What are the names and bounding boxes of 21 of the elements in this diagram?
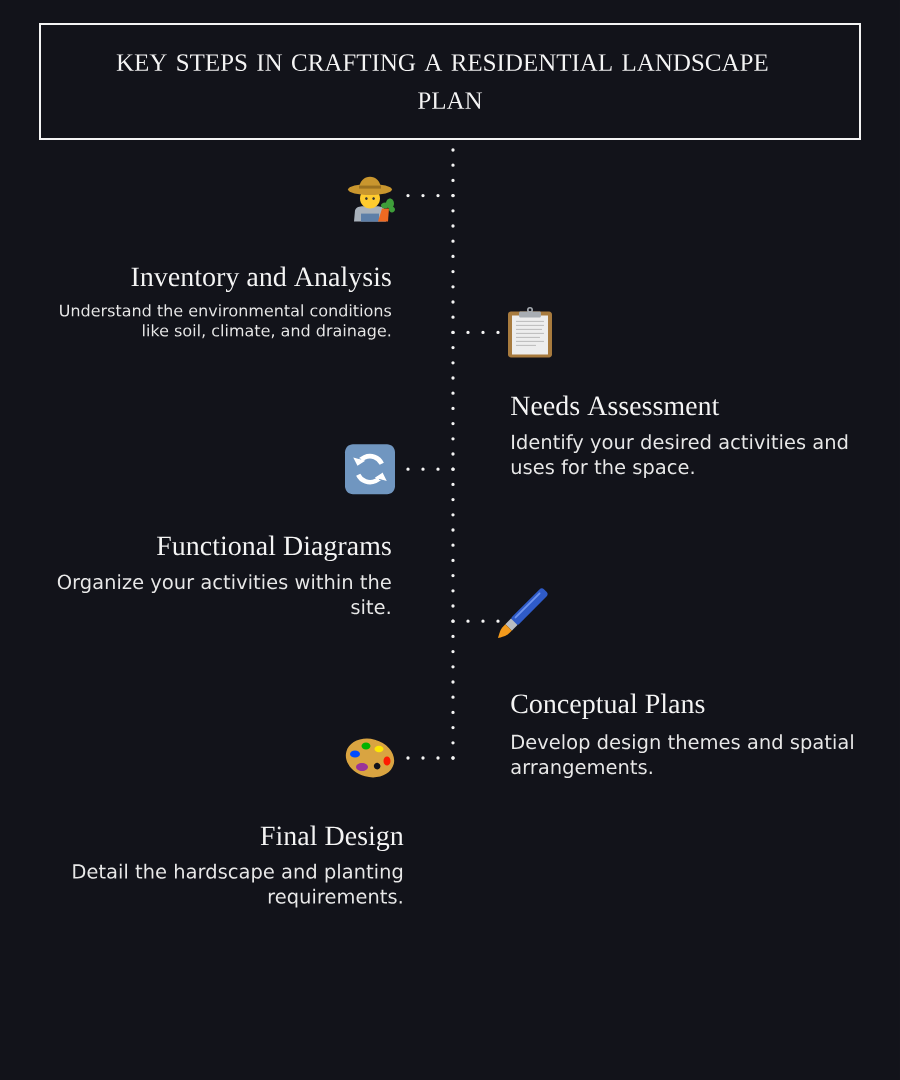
cycle-arrows-icon <box>345 444 395 495</box>
step-description: Develop design themes and spatial arrangements. <box>511 734 853 779</box>
clipboard-icon <box>508 306 552 358</box>
dotted-connector <box>406 193 455 198</box>
palette-icon <box>345 738 395 778</box>
farmer-icon <box>348 176 395 222</box>
step-heading: Final Design <box>260 825 404 852</box>
dotted-connector <box>451 330 500 335</box>
step-heading: Needs Assessment <box>511 395 720 416</box>
dotted-connector <box>451 619 500 623</box>
step-heading: Functional Diagrams <box>157 535 391 562</box>
dotted-connector <box>406 467 455 471</box>
title-box: KEY STEPS IN CRAFTING A RESIDENTIAL LANDSCAPE PLAN <box>39 23 861 140</box>
step-heading: Conceptual Plans <box>511 693 705 719</box>
step-description: Identify your desired activities and uses for the space. <box>511 434 848 479</box>
step-heading: Inventory and Analysis <box>131 266 391 293</box>
step-description: Organize your activities within the site. <box>57 574 391 615</box>
dotted-connector <box>406 756 455 760</box>
step-description: Detail the hardscape and planting requirements. <box>73 863 403 908</box>
paintbrush-icon <box>497 588 548 639</box>
step-description: Understand the environmental conditions like soil, climate, and drainage. <box>60 304 392 340</box>
